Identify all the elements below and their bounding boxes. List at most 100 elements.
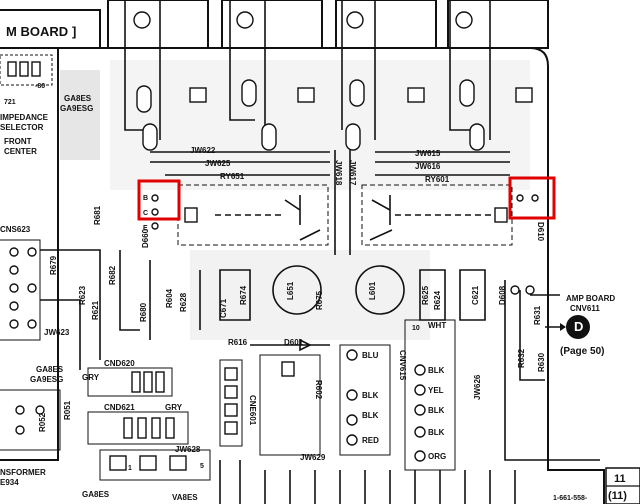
- label-r052: R052: [38, 412, 47, 432]
- connector-pin: [224, 403, 238, 417]
- label-jw617: JW617: [348, 160, 357, 186]
- label-ga9esg: GA9ESG: [60, 104, 93, 113]
- relay-contact: [369, 195, 393, 241]
- left-block: [0, 389, 61, 451]
- label-pin-b: B: [143, 195, 148, 202]
- connector-pin: [123, 417, 133, 439]
- label-ry601: RY601: [425, 175, 450, 184]
- pin-pad: [9, 265, 19, 275]
- pin-pad: [27, 319, 37, 329]
- label-jw626: JW626: [473, 374, 482, 400]
- wire-terminal: [346, 434, 358, 446]
- label-gry-2: GRY: [165, 403, 183, 412]
- relay-body: [177, 184, 329, 246]
- wire-blk-3: BLK: [428, 366, 445, 375]
- sheet-number-paren: (11): [608, 490, 627, 502]
- label-ga8es: GA8ES: [64, 94, 92, 103]
- label-d608: D608: [498, 285, 507, 305]
- label-r630: R630: [537, 352, 546, 372]
- label-cne601: CNE601: [248, 395, 257, 426]
- wire-terminal: [346, 414, 358, 426]
- page-reference: (Page 50): [560, 346, 604, 357]
- label-r628: R628: [179, 292, 188, 312]
- shade-region: [60, 70, 100, 160]
- connector-pin: [155, 371, 165, 393]
- label-cnv615: CNV615: [398, 350, 407, 381]
- wire-org: ORG: [428, 452, 446, 461]
- connector-pin: [151, 417, 161, 439]
- arrow-icon: [560, 323, 566, 331]
- label-transformer-code: E934: [0, 478, 19, 487]
- trace: [519, 290, 545, 381]
- label-code-721: 721: [4, 99, 16, 106]
- relay-coil: [184, 207, 198, 223]
- switch-contact: [7, 61, 17, 77]
- selector-switch: [0, 54, 53, 86]
- label-center: CENTER: [4, 147, 37, 156]
- label-jw618: JW618: [334, 160, 343, 186]
- sheet-number: 11: [614, 473, 626, 485]
- lower-connector: [99, 449, 211, 481]
- connector-pin: [131, 371, 141, 393]
- label-l601: L601: [368, 281, 377, 300]
- connector-pin: [143, 371, 153, 393]
- trace: [119, 250, 140, 331]
- label-selector: SELECTOR: [0, 123, 44, 132]
- label-r624: R624: [433, 290, 442, 310]
- wire-terminal: [414, 404, 426, 416]
- wire-terminal: [346, 389, 358, 401]
- trace: [504, 280, 600, 461]
- square-pad: [515, 87, 533, 103]
- wire-wht: WHT: [428, 321, 446, 330]
- amp-board-connector: CNV611: [570, 304, 600, 313]
- label-ry651: RY651: [220, 172, 245, 181]
- label-jw625: JW625: [205, 159, 231, 168]
- label-r674: R674: [239, 285, 248, 305]
- label-jw616: JW616: [415, 162, 441, 171]
- label-va8es: VA8ES: [172, 493, 198, 502]
- label-r681: R681: [93, 205, 102, 225]
- wire-blk-1: BLK: [362, 391, 379, 400]
- label-d601: D601: [284, 338, 304, 347]
- label-jw628: JW628: [175, 445, 201, 454]
- label-ga9esg-2: GA9ESG: [30, 375, 63, 384]
- wire-terminal: [346, 349, 358, 361]
- pin-pad: [525, 285, 535, 295]
- cne601-connector: [219, 359, 243, 447]
- highlight-box-right: [508, 176, 556, 220]
- label-r602: R602: [314, 380, 323, 400]
- oval-pad: [459, 79, 475, 107]
- cnd621-connector: [87, 411, 189, 445]
- oval-pad: [261, 123, 277, 151]
- label-r675: R675: [315, 290, 324, 310]
- label-r631: R631: [533, 305, 542, 325]
- component-outline: [459, 269, 486, 321]
- label-d610: D610: [536, 222, 545, 242]
- relay-coil: [494, 207, 508, 223]
- top-connector-box: [107, 0, 209, 49]
- trace: [229, 0, 255, 121]
- square-pad: [139, 455, 157, 471]
- label-jw622: JW622: [190, 146, 216, 155]
- pin-pad: [15, 425, 25, 435]
- label-pin-1: 1: [128, 465, 132, 472]
- label-c621: C621: [471, 285, 480, 305]
- label-cns623: CNS623: [0, 225, 31, 234]
- wire-terminal: [414, 364, 426, 376]
- label-c671: C671: [219, 298, 228, 318]
- label-pin-5: 5: [200, 463, 204, 470]
- pin-pad: [151, 194, 159, 202]
- pin-pad: [9, 247, 19, 257]
- connector-pin: [165, 417, 175, 439]
- oval-pad: [241, 79, 257, 107]
- top-connector-box: [221, 0, 323, 49]
- square-pad: [169, 455, 187, 471]
- oval-pad: [142, 123, 158, 151]
- label-r051: R051: [63, 400, 72, 420]
- label-impedance: IMPEDANCE: [0, 113, 49, 122]
- label-gry-1: GRY: [82, 373, 100, 382]
- terminal-pad: [236, 11, 254, 29]
- bottom-traces: [219, 460, 516, 504]
- pin-pad: [9, 301, 19, 311]
